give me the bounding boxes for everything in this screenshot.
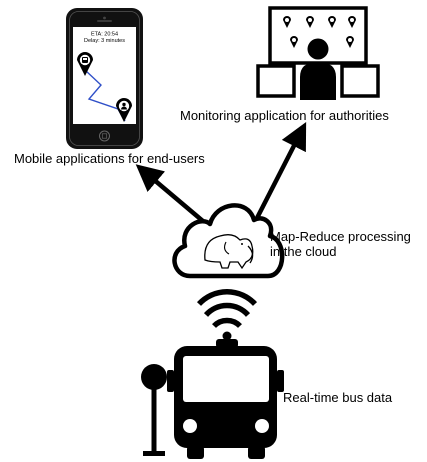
- side-monitor-right: [340, 64, 380, 98]
- bus-headlight-right: [255, 419, 269, 433]
- arrow-to-monitoring-app: [253, 121, 307, 222]
- bus-headlight-left: [183, 419, 197, 433]
- phone-eta-text: ETA: 20:54: [91, 32, 118, 38]
- cloud-label-line2: in the cloud: [270, 244, 337, 259]
- bus-stop-sign-icon: [141, 364, 167, 456]
- monitoring-label: Monitoring application for authorities: [180, 108, 389, 123]
- bus-data-label: Real-time bus data: [283, 390, 393, 405]
- wireless-signal-icon: [196, 289, 258, 341]
- bus-location-pin-icon: [77, 52, 93, 76]
- mobile-label: Mobile applications for end-users: [14, 151, 205, 166]
- cloud-label-line1: Map-Reduce processing: [270, 229, 411, 244]
- smartphone-icon: ETA: 20:54 Delay: 3 minutes: [66, 8, 143, 149]
- side-monitor-left: [256, 64, 296, 98]
- map-pin-icon: [283, 16, 356, 48]
- bus-windshield: [183, 356, 269, 402]
- monitoring-station-icon: [256, 6, 380, 100]
- phone-home-button: [99, 130, 110, 142]
- elephant-logo-icon: [204, 234, 254, 270]
- arrow-to-mobile-apps: [135, 164, 206, 224]
- user-location-pin-icon: [116, 98, 132, 122]
- bus-icon: [167, 339, 284, 459]
- phone-delay-text: Delay: 3 minutes: [84, 38, 125, 44]
- operator-silhouette: [300, 38, 336, 100]
